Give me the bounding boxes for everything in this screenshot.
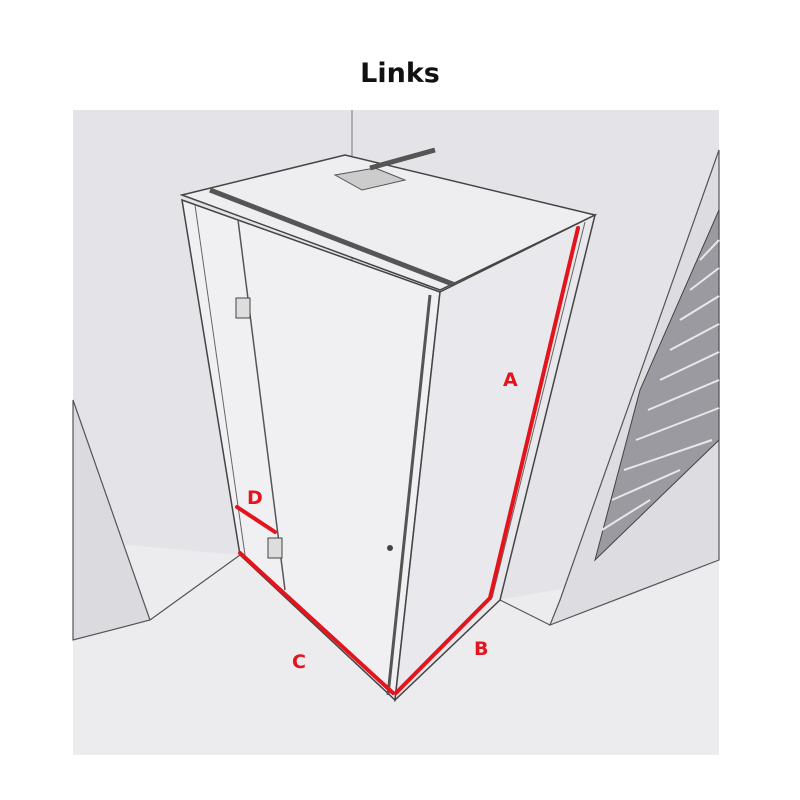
hinge-top: [235, 297, 251, 319]
measure-a: [488, 226, 580, 600]
blind-slats: [601, 239, 720, 531]
label-a: A: [503, 369, 518, 391]
measurement-lines: [235, 226, 580, 695]
side-glass-panel: [394, 213, 597, 702]
left-wall: [72, 399, 151, 641]
measure-c: [238, 551, 395, 695]
measure-d: [235, 505, 277, 534]
label-b: B: [474, 638, 488, 660]
diagram-title: Links: [360, 58, 440, 89]
wall-bracket: [333, 167, 407, 191]
support-bar: [209, 187, 456, 288]
door-edge: [237, 219, 286, 591]
window-blinds: [594, 209, 720, 562]
label-c: C: [292, 651, 306, 673]
floor: [73, 540, 719, 755]
measure-b: [394, 596, 492, 695]
corner-profile: [386, 294, 432, 696]
label-d: D: [247, 487, 263, 509]
door-knob: [387, 545, 393, 551]
hinge-bottom: [267, 537, 283, 559]
